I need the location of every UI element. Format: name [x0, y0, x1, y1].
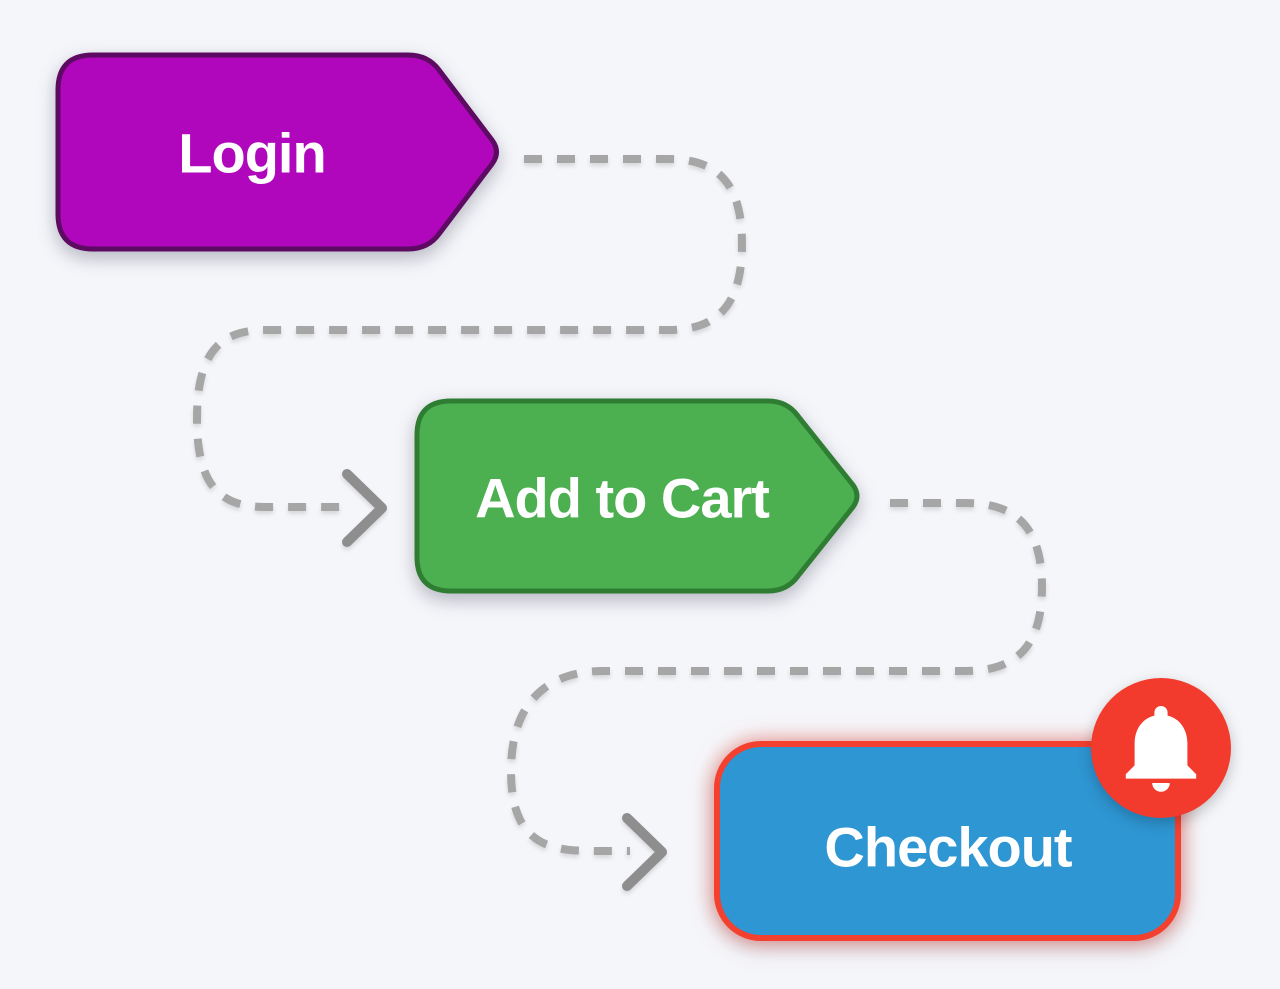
node-login-label: Login [178, 122, 325, 185]
edge-dashed-path [192, 155, 747, 511]
node-checkout-shape[interactable] [714, 741, 1181, 941]
edge-dashed-path [506, 499, 1047, 855]
node-checkout-label: Checkout [824, 816, 1071, 879]
arrowhead-chevron-icon [622, 813, 667, 891]
node-checkout[interactable]: Checkout [714, 741, 1181, 941]
notification-badge[interactable] [1091, 678, 1231, 818]
node-login-shape[interactable] [55, 52, 499, 252]
edge-login-to-add-to-cart [192, 155, 747, 547]
edge-add-to-cart-to-checkout [506, 499, 1047, 891]
node-add-to-cart-label: Add to Cart [475, 467, 769, 530]
node-add-to-cart-shape[interactable] [414, 398, 860, 594]
node-login[interactable]: Login [55, 52, 499, 252]
arrowhead-chevron-icon [342, 469, 387, 547]
bell-icon [1125, 706, 1197, 792]
node-add-to-cart[interactable]: Add to Cart [414, 398, 860, 594]
